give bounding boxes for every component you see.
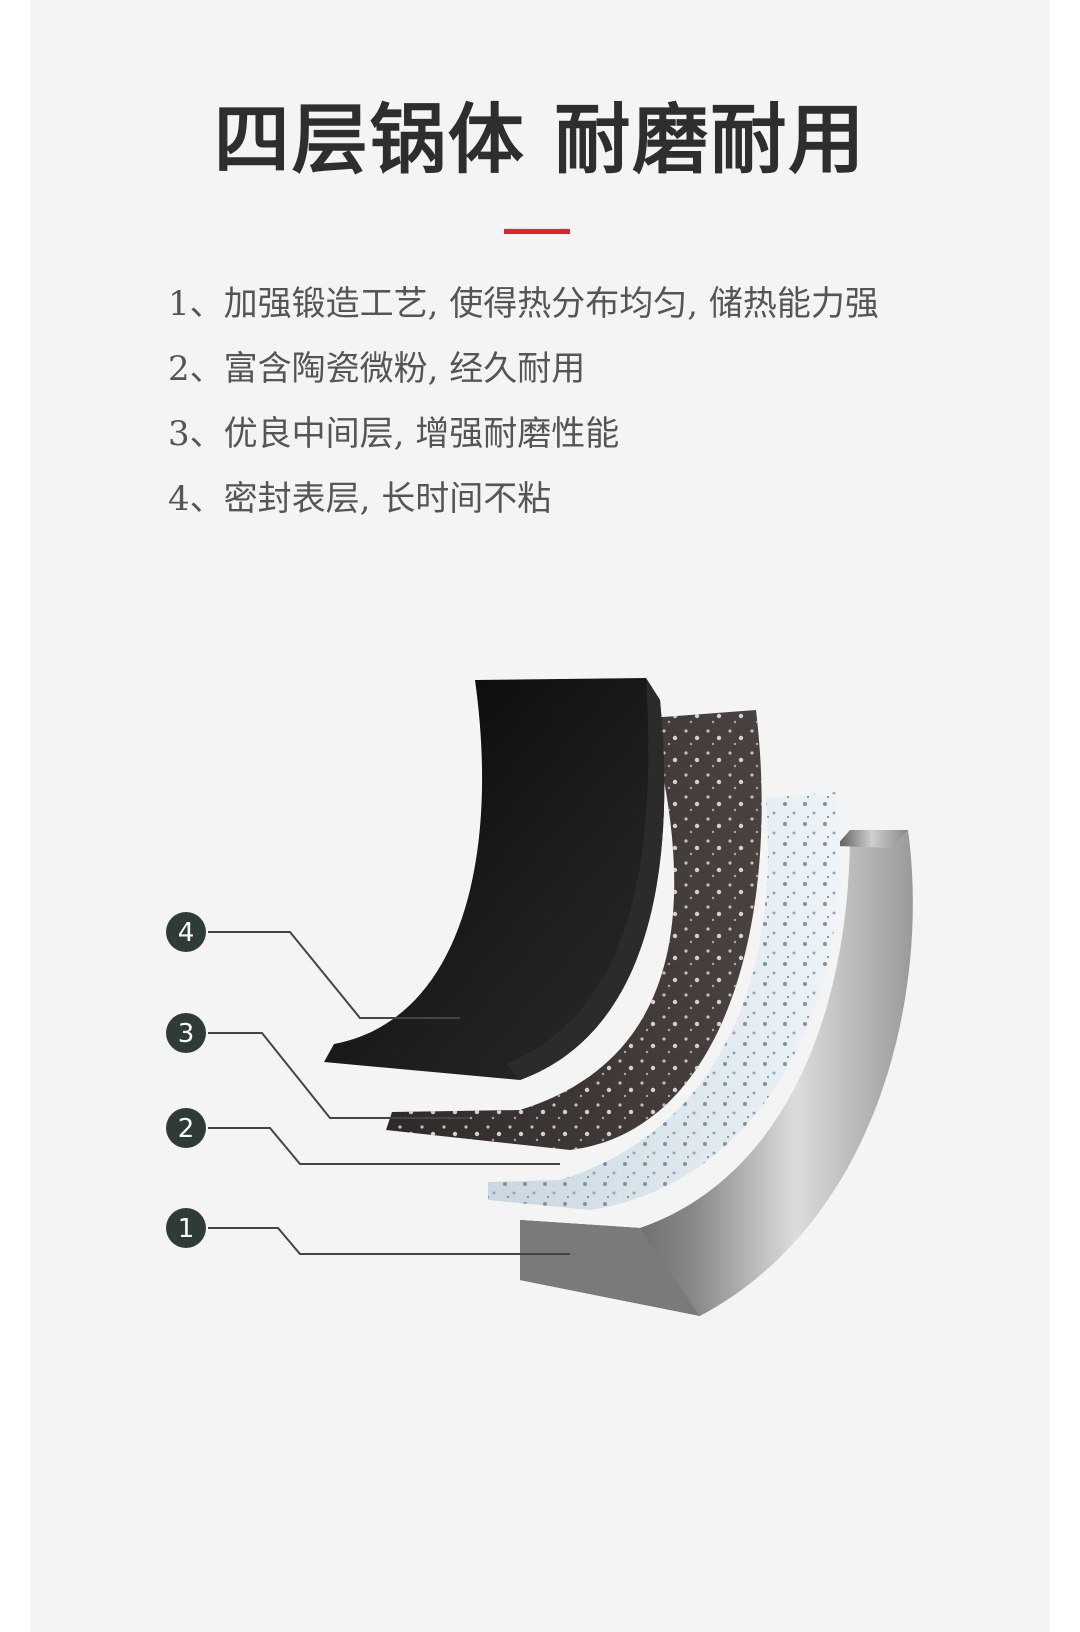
svg-text:1: 1 <box>178 1214 195 1244</box>
layer-3-dark <box>386 710 762 1150</box>
callout-badge-2: 2 <box>166 1108 206 1148</box>
feature-item-1: 1、加强锻造工艺, 使得热分布均匀, 储热能力强 <box>168 284 879 324</box>
layer-diagram: 4 3 2 1 <box>166 678 913 1316</box>
feature-item-2: 2、富含陶瓷微粉, 经久耐用 <box>168 349 586 389</box>
callout-badge-4: 4 <box>166 912 206 952</box>
svg-text:3: 3 <box>178 1019 195 1049</box>
title-accent-bar <box>504 229 570 234</box>
feature-list: 1、加强锻造工艺, 使得热分布均匀, 储热能力强 2、富含陶瓷微粉, 经久耐用 … <box>168 272 879 532</box>
callout-badge-3: 3 <box>166 1013 206 1053</box>
feature-item-4: 4、密封表层, 长时间不粘 <box>168 479 552 519</box>
layer-2-blue <box>488 792 841 1210</box>
callout-lines <box>208 931 570 1255</box>
feature-item-3: 3、优良中间层, 增强耐磨性能 <box>168 414 620 454</box>
svg-text:4: 4 <box>178 918 195 948</box>
svg-text:2: 2 <box>178 1114 195 1144</box>
page-title: 四层锅体 耐磨耐用 <box>213 95 867 184</box>
layer-1-metal <box>520 830 913 1316</box>
layer-4-black <box>324 678 665 1080</box>
callout-badge-1: 1 <box>166 1208 206 1248</box>
